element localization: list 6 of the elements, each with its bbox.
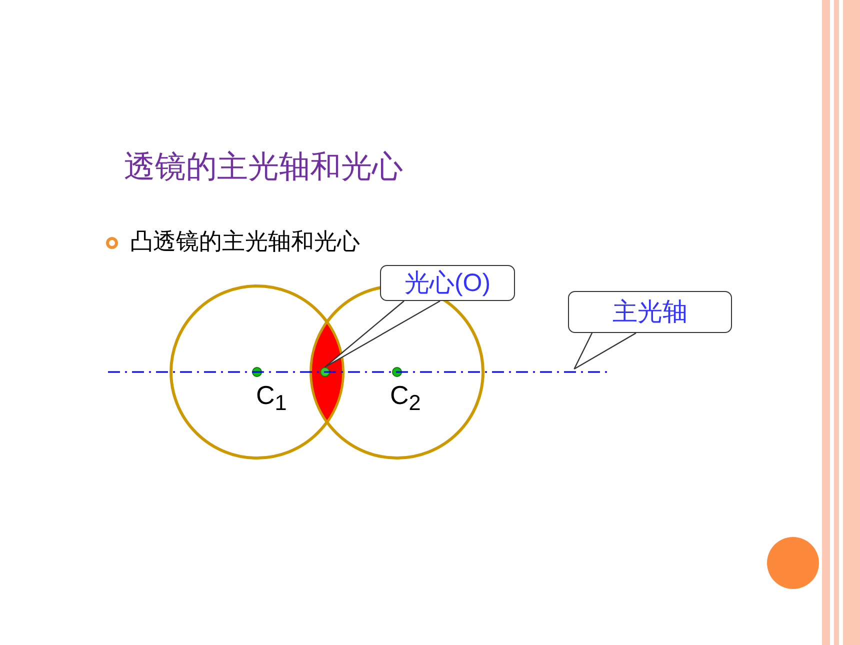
callout-box: 主光轴 bbox=[568, 291, 732, 333]
bullet-text: 凸透镜的主光轴和光心 bbox=[130, 228, 360, 257]
center-label: C$_{1}$ bbox=[256, 380, 287, 416]
center-label: C$_{2}$ bbox=[390, 380, 421, 416]
slide-title: 透镜的主光轴和光心 bbox=[124, 148, 403, 187]
callout-box: 光心(O) bbox=[380, 265, 515, 301]
